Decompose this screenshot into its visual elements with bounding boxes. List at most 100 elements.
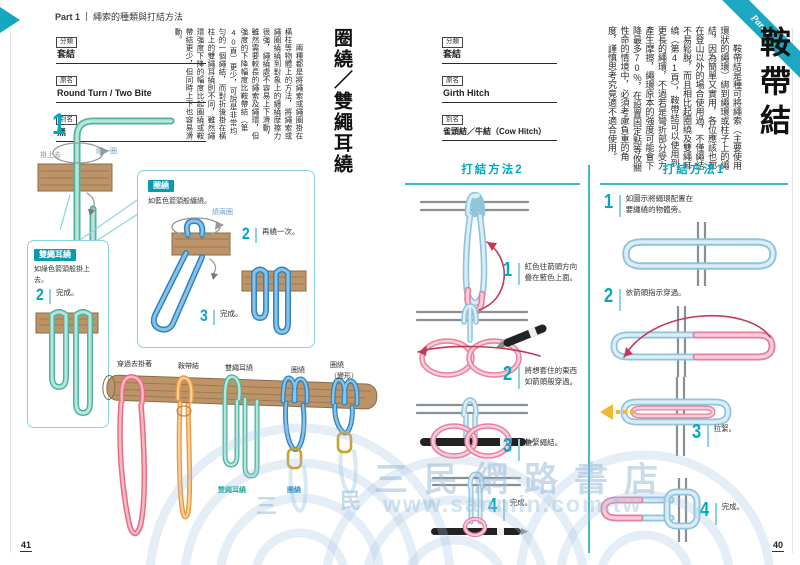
- step-caption: 紅色往箭頭方向 疊在藍色上面。: [524, 262, 578, 282]
- step-caption: 完成。: [721, 502, 745, 511]
- rule: [442, 62, 557, 64]
- step-number: 2: [242, 224, 250, 243]
- step1-wrap-label: 繞一圈: [96, 148, 117, 155]
- method2-step1-diagram: [419, 192, 530, 316]
- method1-step1-diagram: [622, 222, 777, 286]
- rule: [56, 140, 206, 142]
- original-name-value: Round Turn / Two Bite: [57, 87, 152, 98]
- alias-label: 別名: [56, 114, 77, 126]
- method2-step4: 4 完成。: [488, 495, 533, 521]
- original-name-label: 原名: [442, 75, 463, 87]
- step-number: 4: [700, 499, 710, 521]
- alias-value: 雀頭結／牛結（Cow Hitch）: [443, 126, 547, 136]
- shelf-sublabel-two-bite: 雙繩耳繞: [218, 487, 246, 494]
- step-divider: [707, 425, 709, 447]
- shelf-label-round-turn-variant: 圈繞 （變形）: [330, 362, 358, 380]
- marker-pen: [496, 324, 547, 348]
- category-label: 分類: [56, 37, 77, 48]
- two-bite-badge: 雙繩耳繞: [34, 249, 76, 261]
- rule: [56, 62, 206, 64]
- step-caption: 依箭頭指示穿過。: [625, 288, 686, 297]
- info-original-name: 原名 Round Turn / Two Bite: [56, 69, 206, 103]
- step-divider: [619, 195, 621, 217]
- step-divider: [518, 263, 520, 285]
- step-number: 4: [488, 495, 498, 517]
- part-header-part: Part 1: [55, 11, 81, 22]
- method-column-divider: [588, 165, 590, 553]
- step-caption: 拉緊繩結。: [524, 438, 563, 447]
- left-page-edge: [10, 28, 11, 553]
- callout-two-bite: 雙繩耳繞 如綠色箭頭般掛上去。 2 完成。: [27, 240, 109, 428]
- step1-hang-label: 掛上去: [40, 152, 61, 159]
- info-original-name: 原名 Girth Hitch: [442, 69, 557, 103]
- step-number: 2: [36, 285, 44, 304]
- category-value: 套結: [57, 49, 76, 59]
- alias-value: 無: [57, 126, 67, 137]
- method2-step1: 1 紅色往箭頭方向 疊在藍色上面。: [503, 259, 587, 285]
- info-alias: 別名 雀頭結／牛結（Cow Hitch）: [442, 108, 557, 141]
- step-number: 2: [503, 363, 513, 385]
- knot-info-box-left: 分類 套結 原名 Round Turn / Two Bite 別名 無: [56, 30, 206, 147]
- shelf-label-round-turn: 圈繞: [291, 367, 305, 374]
- step-number: 3: [692, 421, 702, 443]
- category-label: 分類: [442, 37, 463, 48]
- method1-step4: 4 完成。: [700, 499, 745, 525]
- round-turn-caption: 如藍色箭頭般纏繞。: [148, 198, 211, 205]
- part-header-section: 繩索的種類與打結方法: [93, 12, 184, 22]
- step-caption: 如圖示將繩環配置在 要纏繞的物體旁。: [625, 194, 694, 214]
- rule: [442, 101, 557, 103]
- method2-step3-diagram: [415, 397, 534, 459]
- method1-step1: 1 如圖示將繩環配置在 要纏繞的物體旁。: [604, 191, 726, 217]
- step-divider: [49, 289, 51, 304]
- method2-header: 打結方法2: [405, 161, 580, 185]
- round-turn-step3-diagram: [241, 266, 307, 335]
- knot-info-box-right: 分類 套結 原名 Girth Hitch 別名 雀頭結／牛結（Cow Hitch…: [442, 30, 557, 146]
- shelf-label-girth-hitch: 鞍帶結: [178, 363, 199, 370]
- shelf-comparison-diagram: [102, 374, 378, 537]
- rule: [442, 139, 557, 141]
- intro-paragraph-right: 鞍帶結是種可將繩索（主要使用環狀的繩環）綁到繩環或柱子上的繩結，因為簡單又實用，…: [607, 26, 742, 172]
- original-name-label: 原名: [56, 75, 77, 87]
- header-divider: [86, 12, 88, 21]
- step-number: 1: [604, 191, 614, 213]
- wrap-twice-label: 繞兩圈: [212, 209, 233, 216]
- original-name-value: Girth Hitch: [443, 87, 490, 98]
- step-divider: [255, 228, 257, 243]
- step-divider: [518, 367, 520, 389]
- round-turn-step2-diagram: [150, 217, 231, 333]
- method1-step4-diagram: [600, 478, 701, 542]
- step-divider: [213, 310, 215, 325]
- step-caption: 完成。: [509, 498, 533, 507]
- method1-step3-diagram: [600, 376, 732, 456]
- two-bite-diagram: [35, 309, 99, 416]
- info-category: 分類 套結: [56, 30, 206, 64]
- two-bite-step: 2 完成。: [36, 285, 79, 304]
- step1-number: 1: [52, 108, 66, 141]
- step-caption: 將想套住的東西 如箭頭般穿過。: [524, 366, 578, 386]
- method2-step3: 3 拉緊繩結。: [503, 436, 587, 461]
- step-number: 1: [503, 259, 513, 281]
- step-number: 2: [604, 285, 614, 307]
- step-caption: 完成。: [219, 309, 243, 318]
- step-number: 3: [200, 306, 208, 325]
- right-page-edge: [792, 28, 793, 553]
- method2-step2: 2 將想套住的東西 如箭頭般穿過。: [503, 363, 587, 389]
- method2-step4-diagram: [431, 471, 528, 538]
- two-bite-caption: 如綠色箭頭般掛上去。: [34, 266, 90, 284]
- page-title-left: 圈繞／雙繩耳繞: [331, 28, 352, 175]
- method1-step2-diagram: [610, 305, 776, 377]
- callout-round-turn: 圈繞 如藍色箭頭般纏繞。 繞兩圈 2 再繞一次。 3: [137, 170, 315, 348]
- page-number-right: 40: [772, 540, 785, 552]
- info-category: 分類 套結: [442, 30, 557, 64]
- round-turn-badge: 圈繞: [148, 180, 174, 192]
- marker-pen: [431, 528, 528, 535]
- step-caption: 完成。: [55, 288, 79, 297]
- info-alias: 別名 無: [56, 108, 206, 142]
- step-divider: [503, 499, 505, 521]
- part-corner-arrow-icon: [0, 7, 20, 33]
- step-caption: 再繞一次。: [261, 227, 300, 236]
- shelf-sublabel-round-turn: 圈繞: [287, 487, 301, 494]
- rule: [56, 101, 206, 103]
- shelf-label-threaded: 穿過去掛著: [117, 361, 152, 368]
